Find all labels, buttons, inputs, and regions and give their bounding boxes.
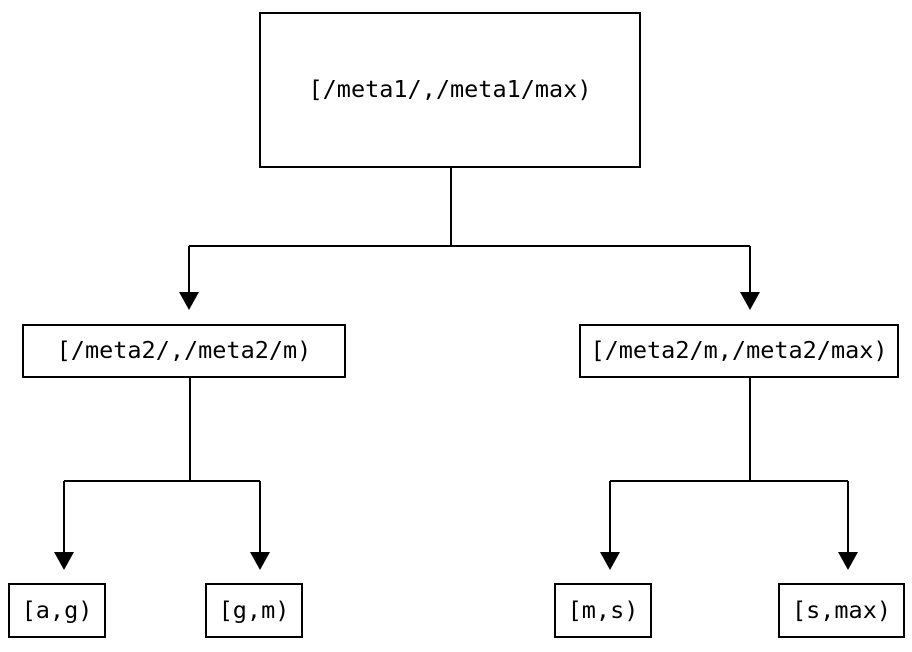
node-leaf-3[interactable]: [m,s): [554, 583, 652, 638]
arrowhead-to-leaf-4: [838, 552, 858, 570]
arrowhead-to-leaf-3: [600, 552, 620, 570]
arrowhead-to-mid-left: [179, 292, 199, 310]
node-mid-right[interactable]: [/meta2/m,/meta2/max): [579, 324, 899, 378]
node-leaf-4[interactable]: [s,max): [778, 583, 905, 638]
node-leaf-1-label: [a,g): [21, 595, 93, 624]
node-leaf-2[interactable]: [g,m): [205, 583, 303, 638]
node-root[interactable]: [/meta1/,/meta1/max): [259, 12, 641, 168]
arrowhead-to-leaf-1: [54, 552, 74, 570]
arrowhead-to-mid-right: [740, 292, 760, 310]
node-leaf-3-label: [m,s): [567, 595, 639, 624]
node-leaf-1[interactable]: [a,g): [8, 583, 106, 638]
node-mid-right-label: [/meta2/m,/meta2/max): [590, 336, 888, 365]
node-leaf-2-label: [g,m): [218, 595, 290, 624]
node-mid-left-label: [/meta2/,/meta2/m): [56, 336, 312, 365]
arrowhead-to-leaf-2: [250, 552, 270, 570]
node-leaf-4-label: [s,max): [791, 595, 892, 624]
node-mid-left[interactable]: [/meta2/,/meta2/m): [22, 324, 346, 378]
node-root-label: [/meta1/,/meta1/max): [308, 75, 592, 104]
